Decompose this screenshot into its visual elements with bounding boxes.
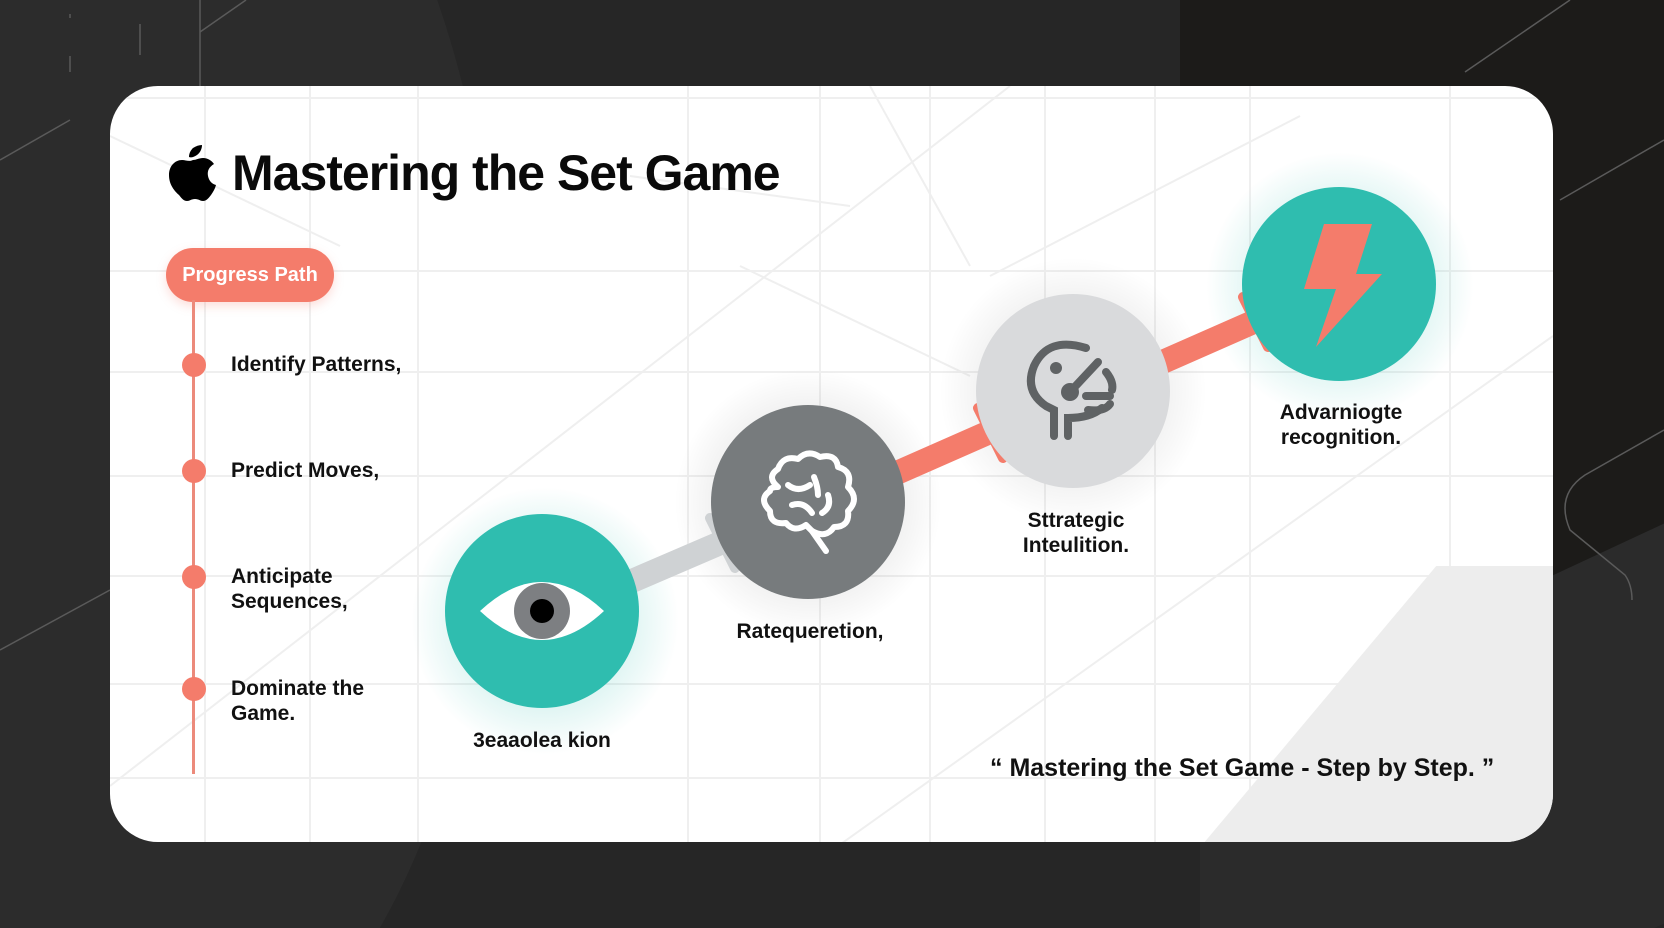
step-label-3: Sttrategic Inteulition. [1022, 509, 1130, 557]
step-label-4: Advarniogte recognition. [1279, 401, 1403, 449]
progress-path-badge: Progress Path [166, 248, 334, 302]
step-node-2 [711, 405, 905, 599]
eye-icon [480, 582, 604, 640]
timeline-label: Predict Moves, [231, 459, 380, 482]
timeline-dot [182, 565, 206, 589]
tagline-quote: “ Mastering the Set Game - Step by Step.… [990, 754, 1495, 782]
step-node-4 [1242, 187, 1436, 381]
timeline-label: Dominate the Game. [231, 677, 365, 725]
timeline-item: Dominate the Game. [182, 677, 364, 726]
step-node-1 [445, 514, 639, 708]
timeline-item: Identify Patterns, [182, 353, 401, 377]
timeline-line [192, 300, 195, 774]
step-label-2: Ratequeretion, [736, 620, 884, 643]
brain-icon [761, 450, 857, 554]
step-node-3 [976, 294, 1170, 488]
title-row: Mastering the Set Game [168, 144, 781, 202]
timeline-dot [182, 459, 206, 483]
timeline-item: Predict Moves, [182, 459, 379, 483]
page-title: Mastering the Set Game [232, 145, 781, 201]
timeline-label: Anticipate Sequences, [231, 565, 348, 613]
timeline-dot [182, 353, 206, 377]
timeline-dot [182, 677, 206, 701]
timeline-item: Anticipate Sequences, [182, 565, 348, 614]
lightning-bolt-icon [1304, 224, 1382, 347]
timeline-label: Identify Patterns, [231, 353, 402, 376]
slide-card: Mastering the Set Game Progress Path Ide… [110, 86, 1553, 842]
apple-logo-icon [169, 145, 216, 201]
step-label-1: 3eaaolea kion [473, 729, 611, 752]
strategy-head-icon [1027, 340, 1117, 440]
